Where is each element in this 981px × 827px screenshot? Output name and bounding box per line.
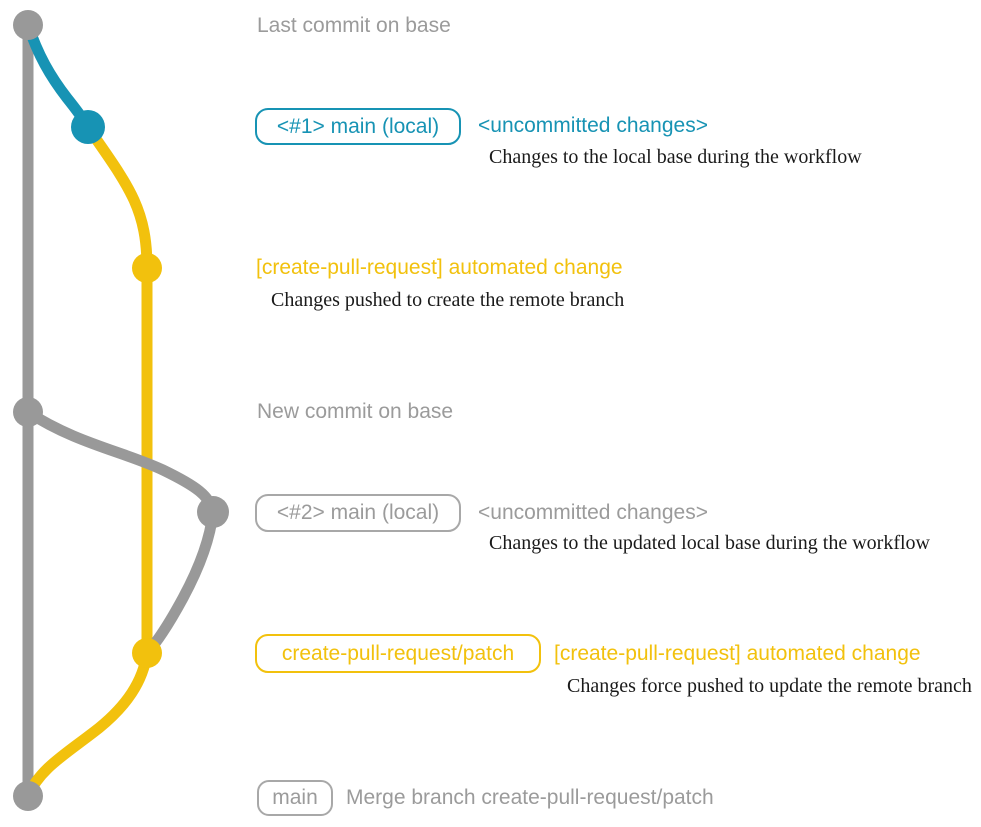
branch1-status: <uncommitted changes> [478, 114, 708, 137]
commit-dot-base-2 [13, 397, 43, 427]
push2-title: [create-pull-request] automated change [554, 642, 921, 665]
commit-dot-base-1 [13, 10, 43, 40]
branch1-note: Changes to the local base during the wor… [489, 146, 862, 168]
branch2-badge: <#2> main (local) [255, 494, 461, 532]
branch1-badge-label: <#1> main (local) [276, 114, 440, 138]
push1-note: Changes pushed to create the remote bran… [271, 289, 625, 311]
local-main2-to-patch-line [141, 506, 219, 659]
commit-dot-merge [13, 781, 43, 811]
base-to-local-main2-line [22, 406, 219, 518]
push2-note: Changes force pushed to update the remot… [567, 675, 972, 697]
branch2-note: Changes to the updated local base during… [489, 532, 930, 554]
new-commit-label: New commit on base [257, 400, 454, 423]
commit-dot-local-main-1 [71, 110, 105, 144]
patch-branch-badge: create-pull-request/patch [255, 634, 541, 673]
branch1-badge: <#1> main (local) [255, 108, 461, 145]
branch2-badge-label: <#2> main (local) [276, 501, 440, 524]
last-commit-label: Last commit on base [257, 14, 451, 37]
commit-dot-local-main-2 [197, 496, 229, 528]
merge-badge-label: main [272, 786, 318, 809]
commit-dot-patch-1 [132, 253, 162, 283]
patch-merge-line [22, 647, 153, 802]
patch-branch-line [82, 121, 153, 659]
commit-dot-patch-2 [132, 638, 162, 668]
merge-badge: main [257, 780, 333, 816]
push1-title: [create-pull-request] automated change [256, 256, 623, 279]
merge-title: Merge branch create-pull-request/patch [346, 786, 714, 809]
patch-branch-badge-label: create-pull-request/patch [281, 641, 515, 665]
branch2-status: <uncommitted changes> [478, 501, 708, 524]
local-main-branch-line [22, 19, 94, 133]
